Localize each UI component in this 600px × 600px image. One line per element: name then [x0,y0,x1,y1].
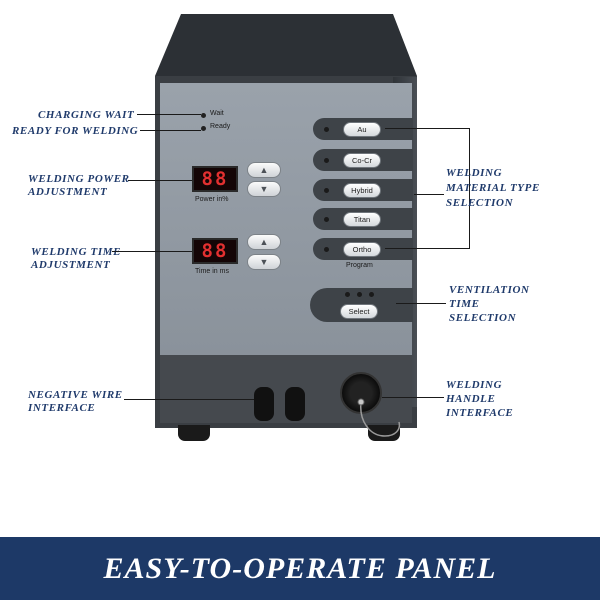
callout-line [124,399,254,400]
callout-time-line2: ADJUSTMENT [31,259,111,271]
ventilation-select-button[interactable]: Select [340,304,378,319]
callout-material-line1: WELDING [446,167,503,179]
vent-led [345,292,350,297]
arrow-up-icon: ▲ [259,237,269,247]
program-label: Program [346,262,373,269]
ready-led [201,126,206,131]
material-titan-button[interactable]: Titan [343,212,381,227]
callout-vent-line1: VENTILATION [449,284,530,296]
callout-time-line1: WELDING TIME [31,246,122,258]
callout-vent-line3: SELECTION [449,312,517,324]
callout-line [112,251,192,252]
power-down-button[interactable]: ▼ [247,181,281,197]
callout-line [128,180,192,181]
callout-handle-line2: HANDLE [446,393,496,405]
time-up-button[interactable]: ▲ [247,234,281,250]
material-led [324,217,329,222]
callout-line [414,194,444,195]
handle-cable [357,398,401,437]
power-up-button[interactable]: ▲ [247,162,281,178]
power-label: Power in% [195,196,229,203]
callout-material-line2: MATERIAL TYPE [446,182,540,194]
vent-led [357,292,362,297]
wait-label: Wait [210,110,224,117]
time-label: Time in ms [195,268,229,275]
callout-power-line2: ADJUSTMENT [28,186,108,198]
banner-title: EASY-TO-OPERATE PANEL [103,552,497,585]
callout-line [385,128,469,129]
callout-line [382,397,444,398]
wait-led [201,113,206,118]
callout-material-line3: SELECTION [446,197,514,209]
callout-negative-line2: INTERFACE [28,402,96,414]
vent-led [369,292,374,297]
machine-foot-left [178,425,210,441]
callout-line [396,303,446,304]
material-co-cr-button[interactable]: Co-Cr [343,153,381,168]
material-hybrid-button[interactable]: Hybrid [343,183,381,198]
banner: EASY-TO-OPERATE PANEL [0,537,600,600]
callout-ready-for-welding: READY FOR WELDING [12,125,139,137]
arrow-down-icon: ▼ [259,184,269,194]
time-down-button[interactable]: ▼ [247,254,281,270]
material-led [324,188,329,193]
negative-socket-left[interactable] [254,387,274,421]
machine-top [155,14,417,76]
callout-line [385,248,470,249]
material-ortho-button[interactable]: Ortho [343,242,381,257]
arrow-down-icon: ▼ [259,257,269,267]
time-display: 88 [192,238,238,264]
callout-line [469,128,470,249]
negative-socket-right[interactable] [285,387,305,421]
machine-foot-right [368,425,400,441]
callout-handle-line3: INTERFACE [446,407,514,419]
callout-charging-wait: CHARGING WAIT [38,109,135,121]
callout-handle-line1: WELDING [446,379,503,391]
material-led [324,158,329,163]
callout-line [137,114,201,115]
material-led [324,247,329,252]
ready-label: Ready [210,123,231,130]
arrow-up-icon: ▲ [259,165,269,175]
callout-negative-line1: NEGATIVE WIRE [28,389,123,401]
callout-line [140,130,201,131]
power-display: 88 [192,166,238,192]
callout-power-line1: WELDING POWER [28,173,130,185]
material-au-button[interactable]: Au [343,122,381,137]
material-led [324,127,329,132]
callout-vent-line2: TIME [449,298,480,310]
